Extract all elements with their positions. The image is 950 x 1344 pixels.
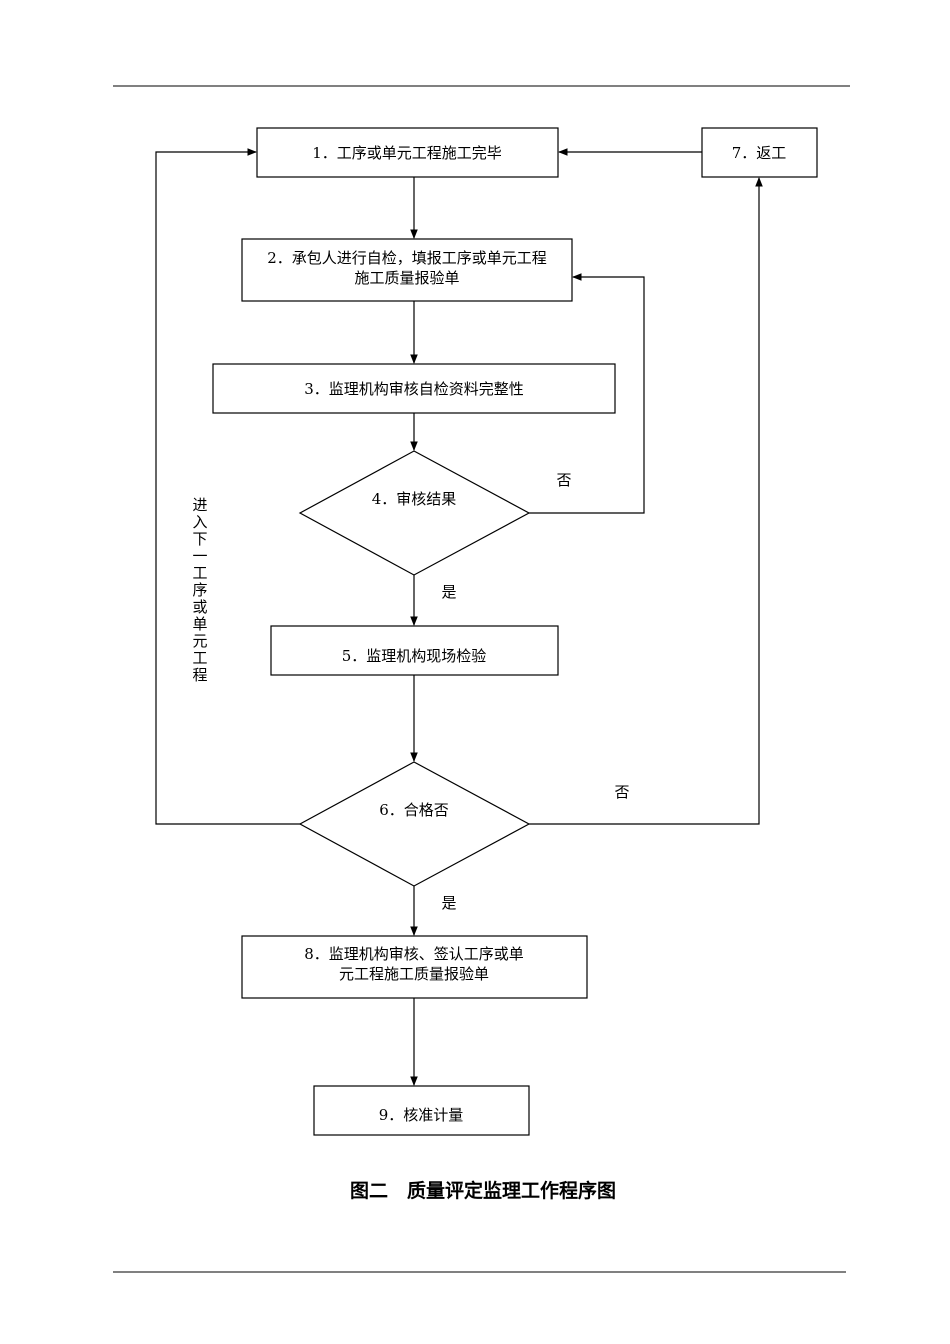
node-9-label: 9．核准计量 xyxy=(379,1106,464,1124)
edge-6-no-label: 否 xyxy=(614,783,629,801)
node-2-label-line1: 2．承包人进行自检，填报工序或单元工程 xyxy=(267,249,547,267)
next-process-char: 程 xyxy=(192,666,207,684)
node-8-label-line1: 8．监理机构审核、签认工序或单 xyxy=(304,945,524,963)
node-1-work-complete: 1．工序或单元工程施工完毕 xyxy=(256,127,559,178)
next-process-char: 入 xyxy=(192,513,207,531)
node-3-document-review: 3．监理机构审核自检资料完整性 xyxy=(212,363,616,414)
next-process-char: 单 xyxy=(192,615,207,633)
node-1-label: 1．工序或单元工程施工完毕 xyxy=(312,144,502,162)
node-5-site-inspection: 5．监理机构现场检验 xyxy=(270,625,559,676)
edge-6-to-next-process xyxy=(155,148,300,825)
node-9-quantity-approval: 9．核准计量 xyxy=(313,1085,530,1136)
node-6-qualified-decision: 6．合格否 xyxy=(298,761,531,887)
node-2-self-inspection: 2．承包人进行自检，填报工序或单元工程 施工质量报验单 xyxy=(241,238,573,302)
edge-4-yes-label: 是 xyxy=(441,583,456,601)
next-process-char: 一 xyxy=(192,547,207,565)
node-8-label-line2: 元工程施工质量报验单 xyxy=(339,965,489,983)
next-process-char: 元 xyxy=(192,632,207,650)
figure-caption: 图二 质量评定监理工作程序图 xyxy=(350,1179,616,1202)
node-4-review-result-decision: 4．审核结果 xyxy=(298,450,531,576)
next-process-char: 工 xyxy=(192,649,207,667)
edge-4-no-to-2 xyxy=(529,273,645,514)
edge-6-yes-label: 是 xyxy=(441,894,456,912)
node-3-label: 3．监理机构审核自检资料完整性 xyxy=(304,380,524,398)
node-2-label-line2: 施工质量报验单 xyxy=(354,269,459,287)
node-7-rework: 7．返工 xyxy=(701,127,818,178)
next-process-char: 进 xyxy=(192,496,207,514)
next-process-vertical-label: 进 入 下 一 工 序 或 单 元 工 程 xyxy=(192,496,207,684)
edge-4-no-label: 否 xyxy=(556,471,571,489)
node-5-label: 5．监理机构现场检验 xyxy=(342,647,487,665)
node-4-label: 4．审核结果 xyxy=(372,490,457,508)
next-process-char: 下 xyxy=(192,530,207,548)
next-process-char: 或 xyxy=(192,598,207,616)
edge-6-no-to-7 xyxy=(529,177,763,825)
node-6-label: 6．合格否 xyxy=(379,801,449,819)
next-process-char: 序 xyxy=(192,581,207,599)
next-process-char: 工 xyxy=(192,564,207,582)
node-8-approve-report: 8．监理机构审核、签认工序或单 元工程施工质量报验单 xyxy=(241,935,588,999)
node-7-label: 7．返工 xyxy=(732,144,787,162)
